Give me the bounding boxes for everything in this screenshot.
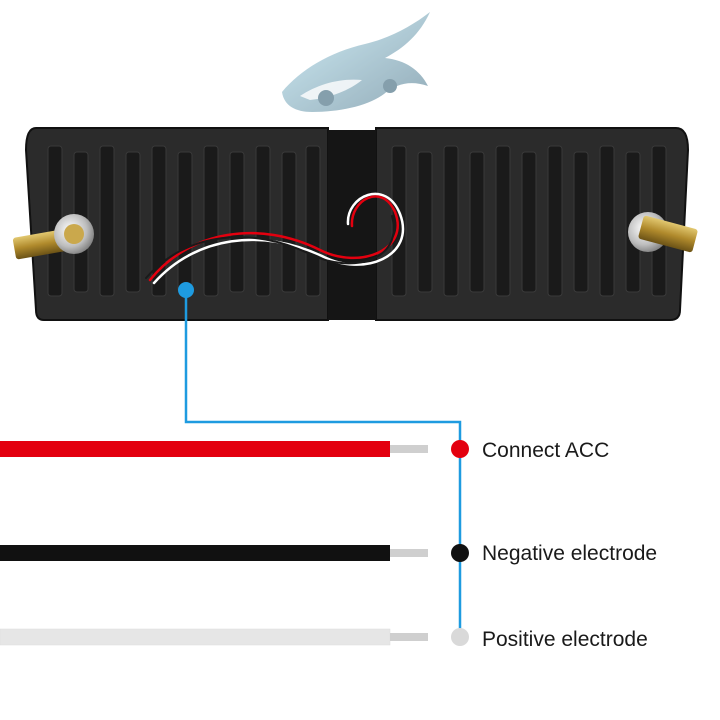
bolt-icon-right [628, 212, 698, 253]
housing-rib [547, 145, 563, 297]
wire-label-negative: Negative electrode [482, 542, 658, 565]
wire-label-positive: Positive electrode [482, 628, 648, 651]
connector-line [178, 282, 462, 640]
housing-rib [125, 151, 141, 293]
housing-rib [151, 145, 167, 297]
housing-rib [469, 151, 485, 293]
housing-rib [99, 145, 115, 297]
housing-rib [417, 151, 433, 293]
wire-insulation [0, 441, 390, 457]
wire-insulation [0, 628, 391, 646]
wire-dot [451, 628, 469, 646]
wire-label-acc: Connect ACC [482, 439, 610, 462]
bolt-icon-left [12, 214, 94, 260]
wire-dot [451, 544, 469, 562]
wire-insulation [0, 545, 390, 561]
housing-rib [521, 151, 537, 293]
wire-0 [0, 440, 469, 458]
housing-rib [495, 145, 511, 297]
wire-dot [451, 440, 469, 458]
housing-rib [305, 145, 321, 297]
internal-wires [145, 192, 405, 285]
housing-rib [573, 151, 589, 293]
housing-rib [281, 151, 297, 293]
housing-rib [255, 145, 271, 297]
wire-stripped-end [390, 549, 428, 557]
wire-stripped-end [390, 445, 428, 453]
wire-1 [0, 544, 469, 562]
wire-list [0, 440, 469, 646]
wire-stripped-end [390, 633, 428, 641]
housing-rib [391, 145, 407, 297]
housing-rib [443, 145, 459, 297]
device-housing [24, 127, 690, 321]
car-logo-icon [282, 12, 430, 112]
housing-rib [177, 151, 193, 293]
housing-rib [599, 145, 615, 297]
housing-rib [203, 145, 219, 297]
housing-rib [229, 151, 245, 293]
wire-2 [0, 628, 469, 646]
